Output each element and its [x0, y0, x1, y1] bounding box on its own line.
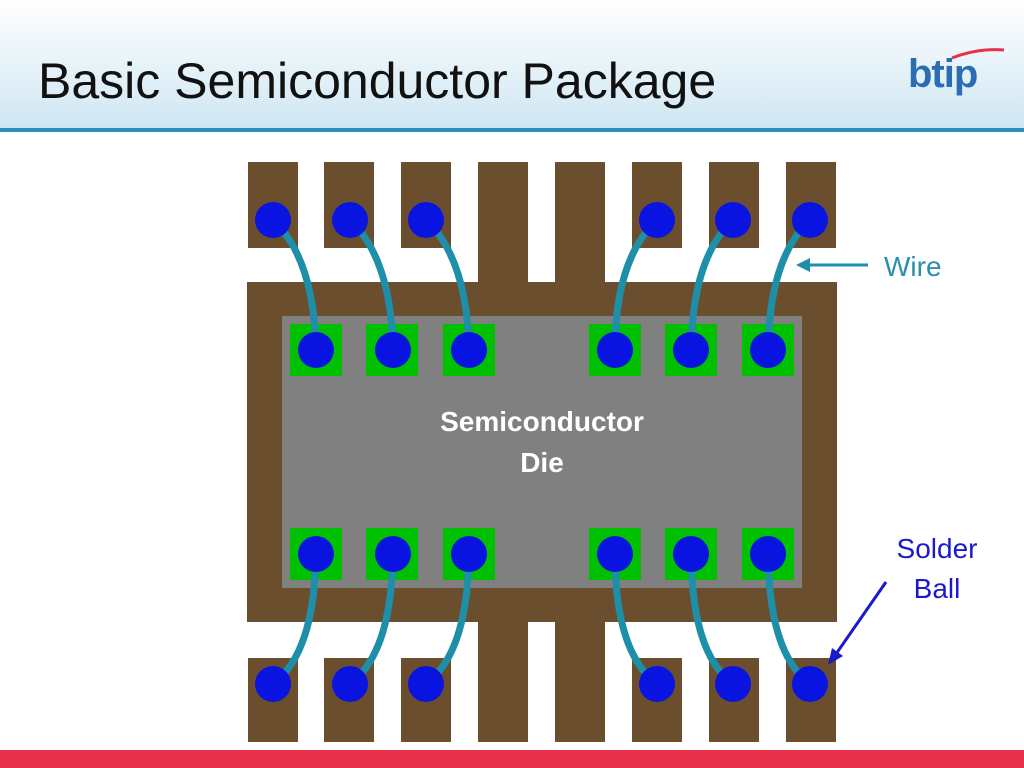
solder-balls-top-pads — [298, 332, 786, 368]
solder-ball — [332, 666, 368, 702]
solder-ball — [375, 332, 411, 368]
header-rule — [0, 128, 1024, 132]
footer-rule — [0, 750, 1024, 768]
solder-balls-top-leads — [255, 202, 828, 238]
solder-ball — [792, 202, 828, 238]
logo-text: btip — [908, 52, 978, 96]
solder-ball — [298, 536, 334, 572]
solder-ball — [750, 332, 786, 368]
solder-ball — [451, 536, 487, 572]
solder-ball — [451, 332, 487, 368]
solder-ball-label-line1: Solder — [897, 533, 978, 564]
solder-ball — [639, 202, 675, 238]
solder-ball-label-line2: Ball — [914, 573, 961, 604]
solder-ball — [750, 536, 786, 572]
slide-title: Basic Semiconductor Package — [38, 53, 717, 109]
solder-ball — [332, 202, 368, 238]
solder-ball — [715, 202, 751, 238]
solder-ball-arrow-shaft — [834, 581, 888, 655]
solder-ball-callout: Solder Ball — [828, 533, 977, 665]
solder-balls-bottom-pads — [298, 536, 786, 572]
solder-ball — [255, 666, 291, 702]
solder-ball — [792, 666, 828, 702]
solder-balls-bottom-leads — [255, 666, 828, 702]
wire-arrowhead-icon — [796, 258, 810, 272]
die-label-line2: Die — [520, 447, 564, 478]
solder-ball — [673, 332, 709, 368]
solder-ball-arrowhead-icon — [828, 648, 843, 665]
logo-swoosh-icon — [951, 48, 1005, 60]
lead-finger — [478, 162, 528, 284]
die-label-line1: Semiconductor — [440, 406, 644, 437]
solder-ball — [408, 202, 444, 238]
lead-finger — [478, 620, 528, 742]
solder-ball — [375, 536, 411, 572]
wire-callout: Wire — [796, 251, 942, 282]
wire-label: Wire — [884, 251, 942, 282]
solder-ball — [715, 666, 751, 702]
solder-ball — [298, 332, 334, 368]
top-leads — [248, 162, 836, 284]
solder-ball — [639, 666, 675, 702]
solder-ball — [597, 536, 633, 572]
lead-finger — [555, 162, 605, 284]
btip-logo: btip — [904, 44, 1014, 104]
header-band — [0, 0, 1024, 128]
solder-ball — [673, 536, 709, 572]
lead-finger — [555, 620, 605, 742]
solder-ball — [408, 666, 444, 702]
solder-ball — [597, 332, 633, 368]
solder-ball — [255, 202, 291, 238]
